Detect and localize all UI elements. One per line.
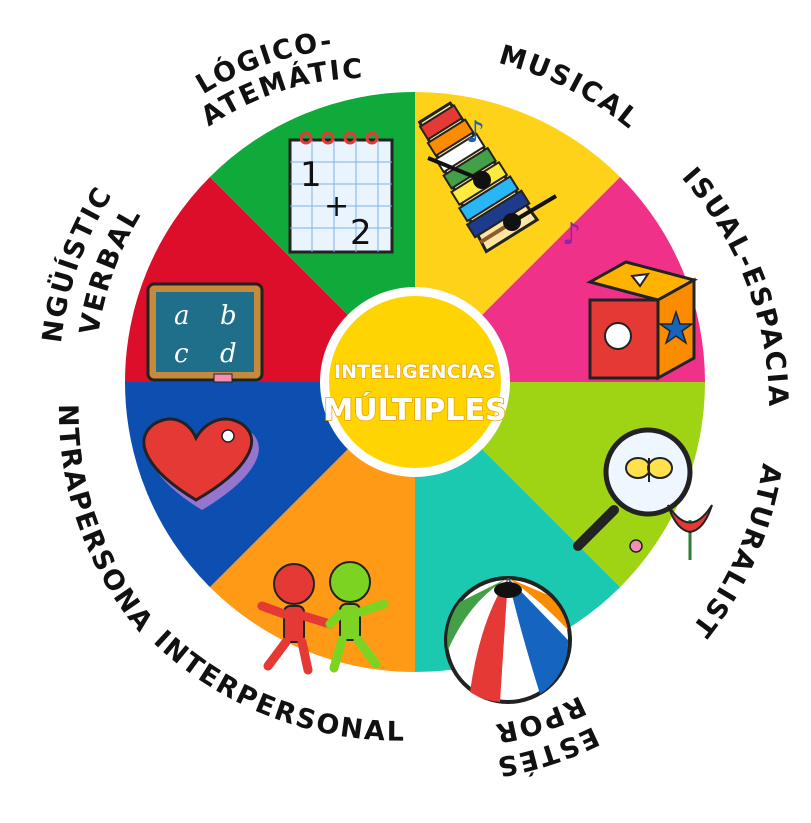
svg-text:a: a (174, 301, 190, 331)
chalkboard-letters-icon: a b c d (146, 282, 264, 383)
center-badge: INTELIGENCIAS MÚLTIPLES (320, 287, 510, 477)
red-flower-icon (629, 504, 713, 560)
svg-text:+: + (324, 189, 349, 224)
magnifier-butterfly-icon (573, 427, 693, 551)
svg-text:2: 2 (350, 213, 372, 253)
mallet-right-icon (503, 194, 558, 231)
holding-hands-icon (257, 561, 389, 675)
beach-ball-icon (444, 576, 572, 704)
math-notepad-icon: 1 + 2 (288, 131, 394, 254)
center-disc (329, 296, 501, 468)
center-title-line2: MÚLTIPLES (323, 391, 506, 428)
heart-icon (142, 417, 259, 510)
center-title-line1: INTELIGENCIAS (334, 361, 496, 383)
svg-text:b: b (220, 301, 237, 331)
mallet-left-icon (427, 156, 491, 189)
svg-text:c: c (174, 339, 189, 369)
svg-text:1: 1 (300, 155, 322, 195)
shape-cube-icon (586, 260, 698, 381)
music-note-blue-icon: ♪ (466, 115, 485, 150)
music-note-purple-icon: ♪ (562, 217, 581, 252)
svg-text:d: d (220, 339, 237, 369)
